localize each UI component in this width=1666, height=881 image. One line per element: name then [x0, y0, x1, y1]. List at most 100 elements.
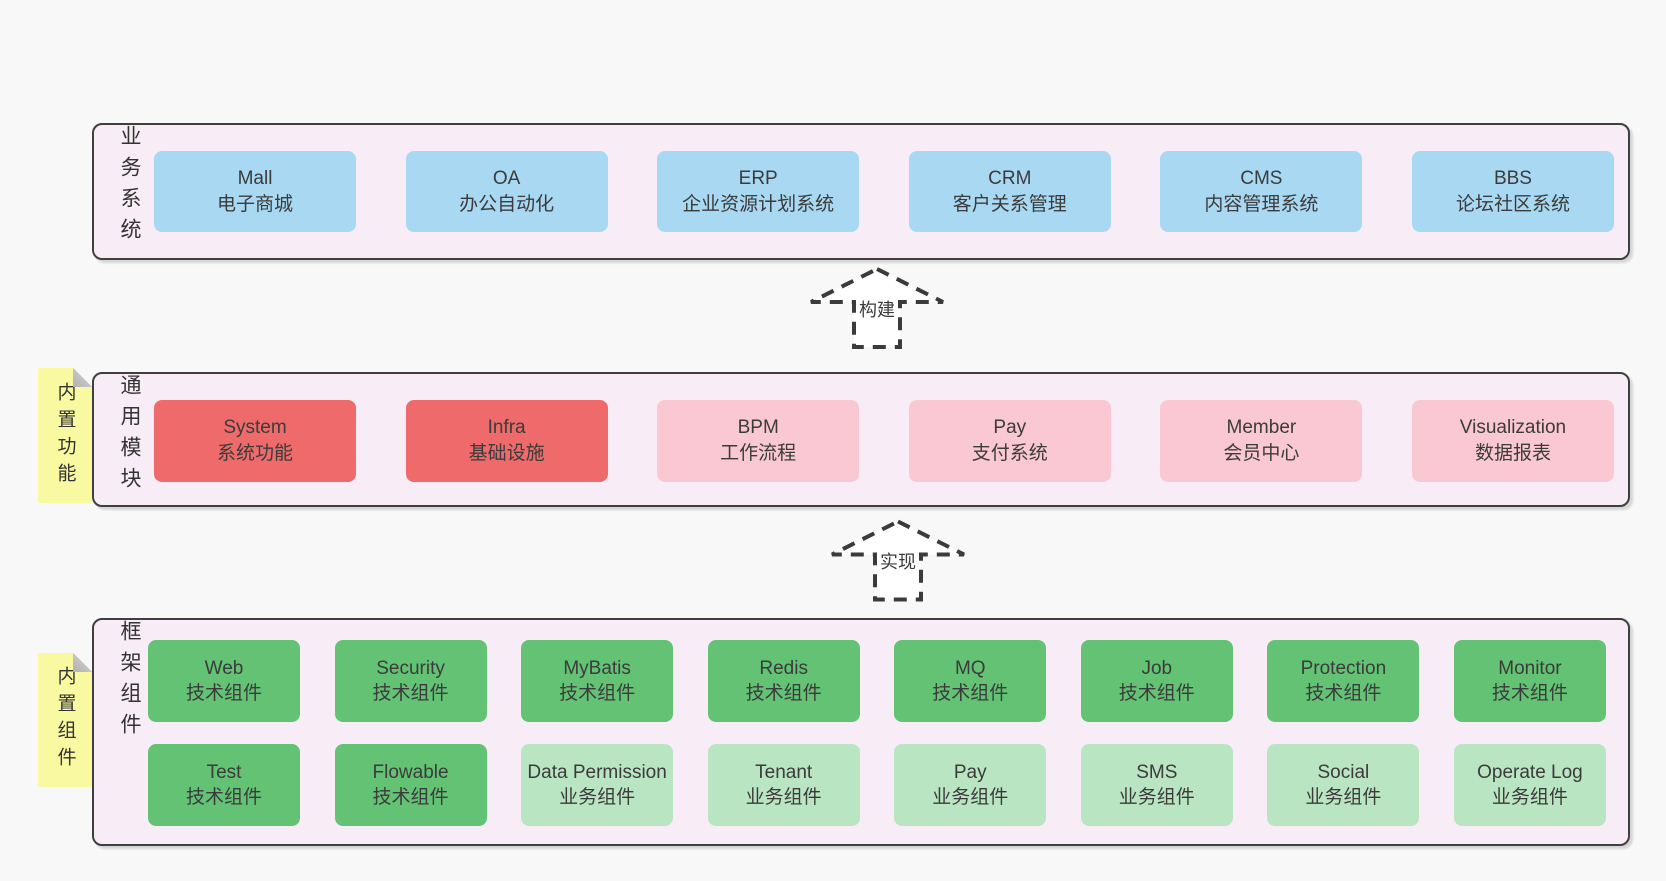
implement-arrow-label: 实现 [877, 548, 919, 575]
box-subtitle: 数据报表 [1474, 443, 1551, 464]
sticky-label: 内置功能 [54, 381, 76, 490]
sticky-label: 内置组件 [54, 666, 76, 774]
box-title: Pay [953, 762, 987, 783]
box-title: Security [376, 658, 445, 679]
box-mall: Mall 电子商城 [154, 151, 356, 232]
box-subtitle: 技术组件 [932, 683, 1009, 704]
box-subtitle: 业务组件 [559, 787, 636, 808]
box-member: Member 会员中心 [1160, 400, 1363, 482]
box-system: System 系统功能 [154, 400, 356, 482]
box-crm: CRM 客户关系管理 [908, 151, 1111, 232]
box-title: System [223, 417, 287, 438]
box-protection: Protection 技术组件 [1267, 640, 1420, 722]
box-title: ERP [738, 167, 778, 189]
box-subtitle: 业务组件 [1118, 787, 1195, 808]
box-title: MQ [954, 658, 986, 679]
band-label-business-systems: 业务系统 [118, 125, 141, 249]
box-title: CMS [1240, 167, 1283, 189]
folded-corner-icon [73, 368, 92, 387]
box-title: OA [492, 167, 521, 189]
box-subtitle: 客户关系管理 [952, 193, 1067, 215]
box-title: Tenant [755, 762, 813, 783]
implement-arrow: 实现 [828, 517, 968, 604]
band-common-modules: 通用模块 System 系统功能 Infra 基础设施 BPM 工作流程 Pay… [92, 372, 1630, 507]
sticky-note-built-in-components: 内置组件 [38, 653, 92, 787]
box-data-permission: Data Permission 业务组件 [521, 744, 674, 826]
box-subtitle: 系统功能 [216, 443, 293, 464]
box-subtitle: 业务组件 [745, 787, 822, 808]
box-title: Job [1141, 658, 1173, 679]
box-bbs: BBS 论坛社区系统 [1411, 151, 1614, 232]
box-subtitle: 内容管理系统 [1204, 193, 1319, 215]
box-subtitle: 技术组件 [1305, 683, 1382, 704]
band-label-common-modules: 通用模块 [118, 374, 141, 498]
box-pay-system: Pay 支付系统 [908, 400, 1111, 482]
box-subtitle: 技术组件 [1491, 683, 1568, 704]
box-title: Member [1226, 417, 1297, 438]
box-subtitle: 业务组件 [1491, 787, 1568, 808]
build-arrow-label: 构建 [856, 296, 898, 323]
band-framework-components: 框架组件 Web 技术组件 Security 技术组件 MyBatis 技术组件… [92, 618, 1630, 846]
box-security: Security 技术组件 [334, 640, 487, 722]
box-oa: OA 办公自动化 [405, 151, 608, 232]
box-infra: Infra 基础设施 [405, 400, 608, 482]
box-monitor: Monitor 技术组件 [1453, 640, 1606, 722]
folded-corner-icon [73, 653, 92, 672]
box-title: Flowable [372, 762, 449, 783]
box-subtitle: 技术组件 [185, 787, 262, 808]
box-title: CRM [988, 167, 1032, 189]
band-label-framework-components: 框架组件 [118, 620, 141, 744]
box-subtitle: 论坛社区系统 [1455, 193, 1570, 215]
sticky-note-built-in-features: 内置功能 [38, 368, 92, 503]
box-title: Data Permission [527, 762, 667, 783]
box-visualization: Visualization 数据报表 [1411, 400, 1614, 482]
box-title: Redis [759, 658, 808, 679]
box-erp: ERP 企业资源计划系统 [657, 151, 860, 232]
box-subtitle: 会员中心 [1223, 443, 1300, 464]
box-title: BBS [1493, 167, 1532, 189]
box-subtitle: 技术组件 [372, 787, 449, 808]
box-subtitle: 电子商城 [216, 193, 293, 215]
box-subtitle: 业务组件 [1305, 787, 1382, 808]
business-systems-row: Mall 电子商城 OA 办公自动化 ERP 企业资源计划系统 CRM 客户关系… [154, 151, 1614, 232]
box-title: Pay [993, 417, 1027, 438]
box-mybatis: MyBatis 技术组件 [521, 640, 674, 722]
box-web: Web 技术组件 [148, 640, 300, 722]
box-subtitle: 技术组件 [745, 683, 822, 704]
box-job: Job 技术组件 [1080, 640, 1233, 722]
box-title: BPM [737, 417, 779, 438]
band-business-systems: 业务系统 Mall 电子商城 OA 办公自动化 ERP 企业资源计划系统 CRM… [92, 123, 1630, 260]
box-bpm: BPM 工作流程 [657, 400, 860, 482]
box-subtitle: 办公自动化 [459, 193, 555, 215]
box-subtitle: 业务组件 [932, 787, 1009, 808]
box-subtitle: 技术组件 [1118, 683, 1195, 704]
box-operate-log: Operate Log 业务组件 [1453, 744, 1606, 826]
box-test: Test 技术组件 [148, 744, 300, 826]
box-title: Web [204, 658, 244, 679]
box-title: MyBatis [563, 658, 631, 679]
box-subtitle: 工作流程 [720, 443, 797, 464]
box-pay-component: Pay 业务组件 [894, 744, 1047, 826]
box-title: Infra [487, 417, 526, 438]
box-subtitle: 基础设施 [468, 443, 545, 464]
box-social: Social 业务组件 [1267, 744, 1420, 826]
framework-components-row-2: Test 技术组件 Flowable 技术组件 Data Permission … [148, 744, 1606, 826]
box-title: Social [1317, 762, 1370, 783]
box-redis: Redis 技术组件 [707, 640, 860, 722]
box-subtitle: 技术组件 [559, 683, 636, 704]
box-sms: SMS 业务组件 [1080, 744, 1233, 826]
box-mq: MQ 技术组件 [894, 640, 1047, 722]
common-modules-row: System 系统功能 Infra 基础设施 BPM 工作流程 Pay 支付系统… [154, 400, 1614, 482]
box-title: Monitor [1498, 658, 1562, 679]
box-cms: CMS 内容管理系统 [1160, 151, 1363, 232]
build-arrow: 构建 [807, 266, 947, 350]
box-subtitle: 技术组件 [185, 683, 262, 704]
box-title: Mall [237, 167, 273, 189]
box-title: Test [206, 762, 242, 783]
box-subtitle: 支付系统 [971, 443, 1048, 464]
framework-components-row-1: Web 技术组件 Security 技术组件 MyBatis 技术组件 Redi… [148, 640, 1606, 722]
box-flowable: Flowable 技术组件 [334, 744, 487, 826]
box-title: Protection [1300, 658, 1387, 679]
box-title: Visualization [1459, 417, 1567, 438]
box-title: Operate Log [1477, 762, 1583, 783]
